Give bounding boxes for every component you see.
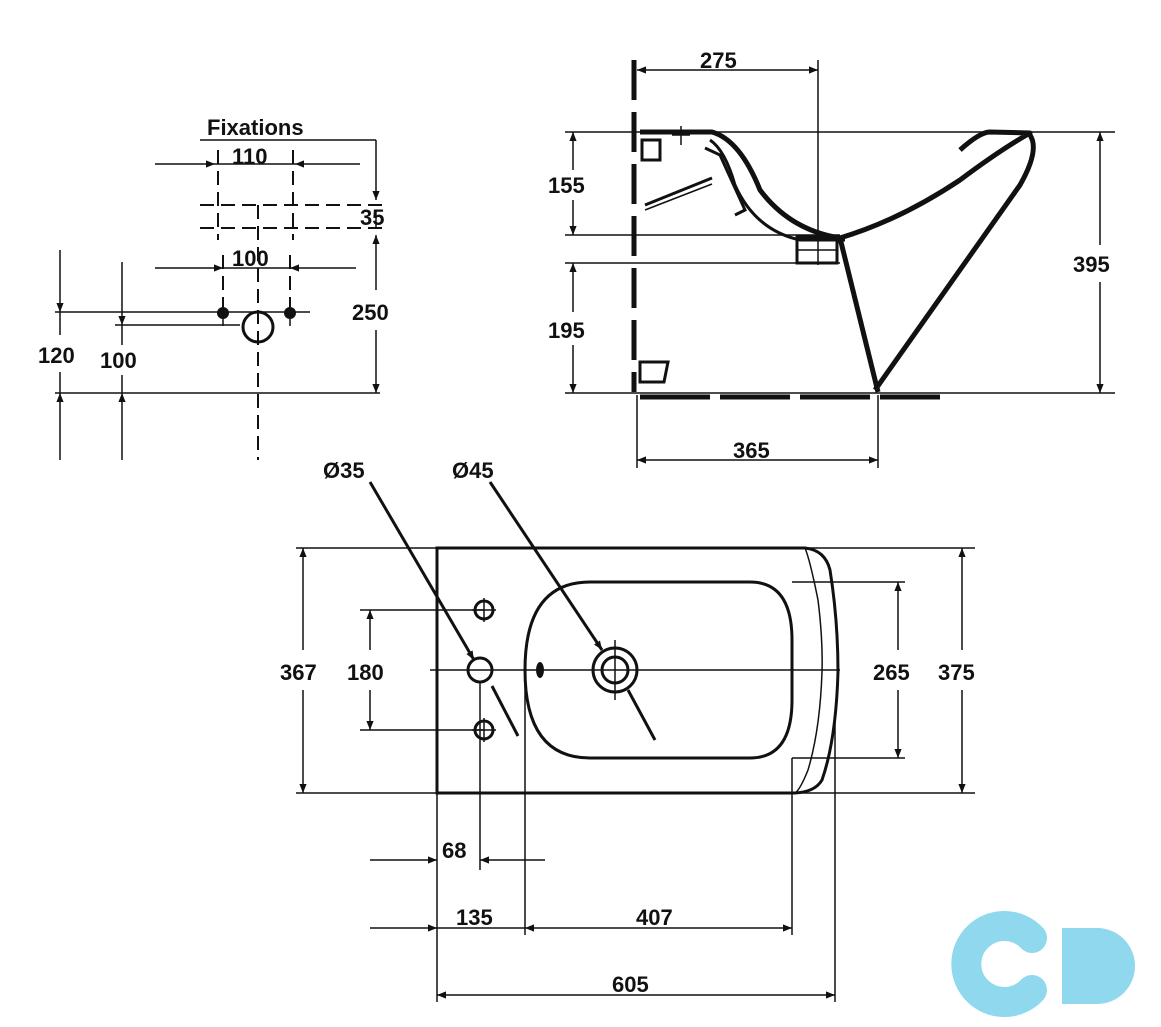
fix-dim-35: 35 [360,205,384,230]
fix-dim-100-v: 100 [100,348,137,373]
fixations-detail: Fixations 110 35 100 [38,115,389,460]
top-dim-605: 605 [612,972,649,997]
side-dim-395: 395 [1073,252,1110,277]
top-dim-367: 367 [280,660,317,685]
top-dim-68: 68 [442,838,466,863]
top-dim-375: 375 [938,660,975,685]
fix-dim-110: 110 [232,144,268,169]
side-dim-155: 155 [548,173,585,198]
top-dim-180: 180 [347,660,384,685]
fix-dim-120: 120 [38,343,75,368]
fixations-title: Fixations [207,115,304,140]
top-dim-265: 265 [873,660,910,685]
top-dim-407: 407 [636,905,673,930]
side-dim-365: 365 [733,438,770,463]
fix-dim-100-h: 100 [232,246,269,271]
side-dim-195: 195 [548,318,585,343]
side-dim-275: 275 [700,48,737,73]
top-dim-135: 135 [456,905,493,930]
cd-logo-icon [951,911,1135,1017]
top-dim-dia45: Ø45 [452,458,494,483]
fix-dim-250: 250 [352,300,389,325]
side-view: 275 155 195 395 365 [548,48,1115,468]
top-dim-dia35: Ø35 [323,458,365,483]
top-view: Ø35 Ø45 367 180 265 375 68 [280,458,975,1002]
